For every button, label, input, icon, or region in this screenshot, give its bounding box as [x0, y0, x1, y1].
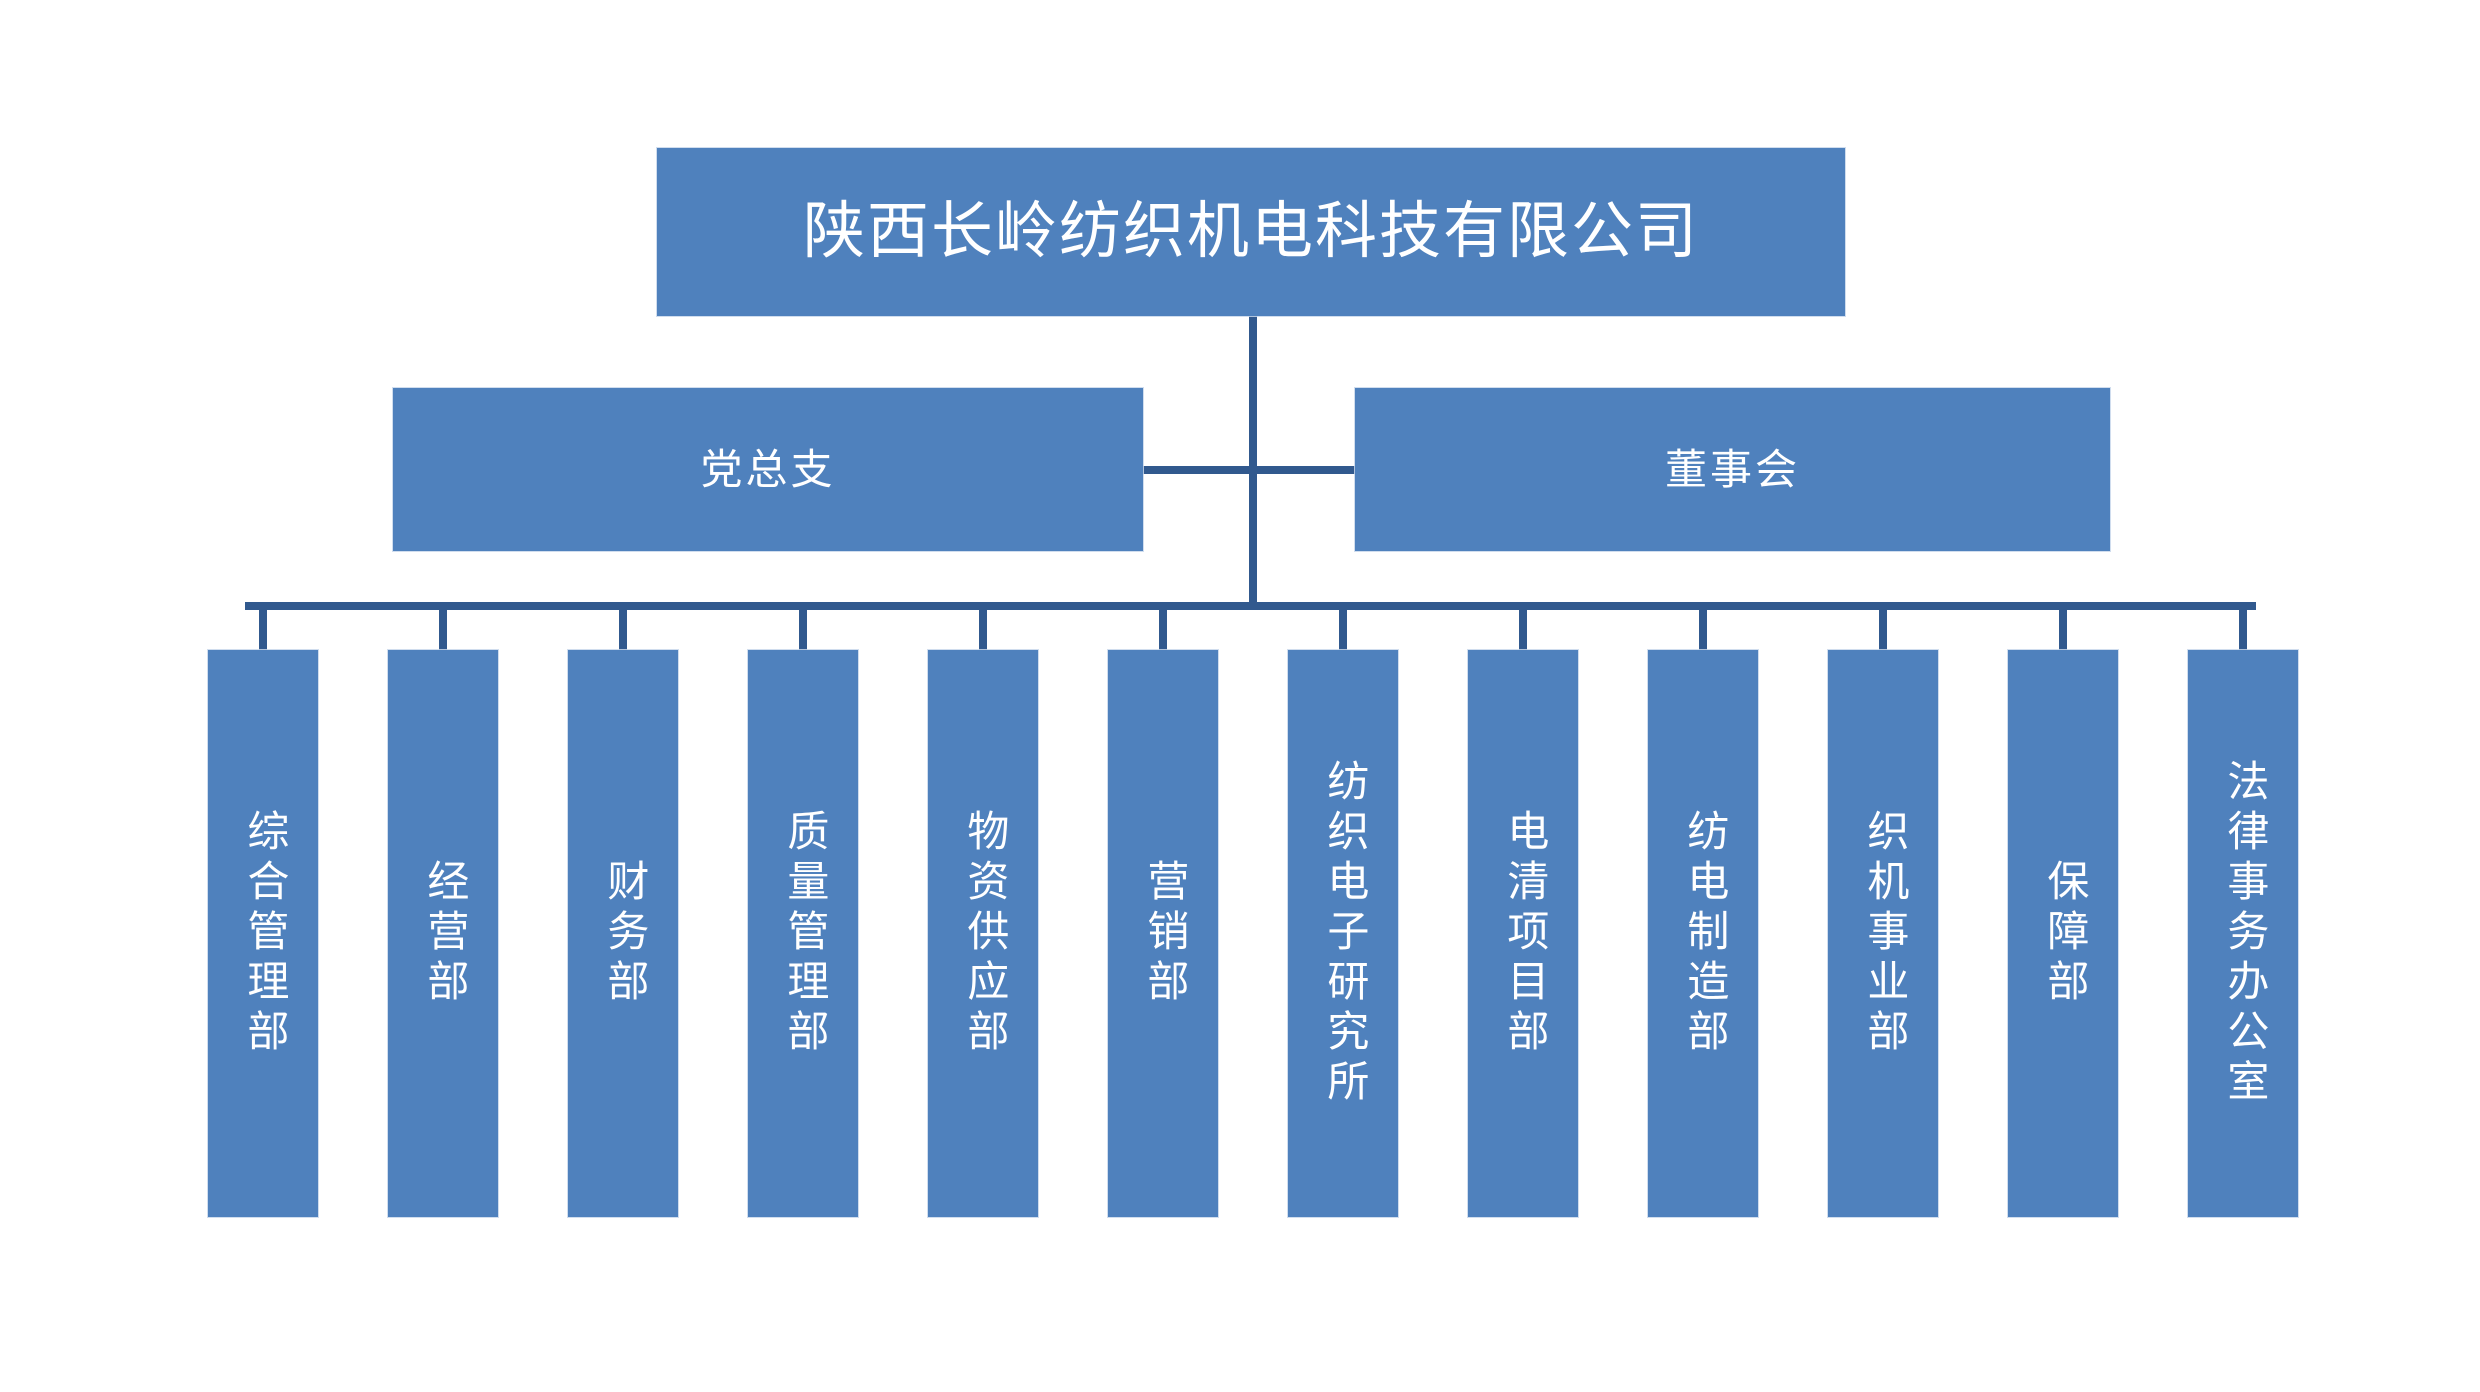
- node-label-department: 织机事业部: [1860, 808, 1907, 1059]
- department-label-wrapper: 纺电制造部: [1648, 650, 1758, 1217]
- node-department[interactable]: 电清项目部: [1468, 650, 1578, 1217]
- node-department[interactable]: 织机事业部: [1828, 650, 1938, 1217]
- node-company-root[interactable]: 陕西长岭纺织机电科技有限公司: [657, 148, 1845, 316]
- node-label-department: 纺织电子研究所: [1320, 758, 1367, 1109]
- department-label-wrapper: 经营部: [388, 650, 498, 1217]
- node-label-department: 纺电制造部: [1680, 808, 1727, 1059]
- connector-department-drop: [799, 602, 807, 652]
- department-label-wrapper: 质量管理部: [748, 650, 858, 1217]
- node-department[interactable]: 保障部: [2008, 650, 2118, 1217]
- node-party-branch[interactable]: 党总支: [393, 388, 1143, 551]
- department-label-wrapper: 物资供应部: [928, 650, 1038, 1217]
- connector-root-trunk: [1249, 316, 1257, 606]
- department-label-wrapper: 纺织电子研究所: [1288, 650, 1398, 1217]
- node-department[interactable]: 物资供应部: [928, 650, 1038, 1217]
- connector-department-drop: [1879, 602, 1887, 652]
- connector-department-drop: [1699, 602, 1707, 652]
- node-department[interactable]: 营销部: [1108, 650, 1218, 1217]
- node-board-of-directors[interactable]: 董事会: [1355, 388, 2110, 551]
- department-label-wrapper: 织机事业部: [1828, 650, 1938, 1217]
- connector-department-drop: [1519, 602, 1527, 652]
- node-label-department: 物资供应部: [960, 808, 1007, 1059]
- connector-department-drop: [2059, 602, 2067, 652]
- department-label-wrapper: 财务部: [568, 650, 678, 1217]
- connector-department-bus: [245, 602, 2256, 610]
- node-department[interactable]: 经营部: [388, 650, 498, 1217]
- connector-department-drop: [439, 602, 447, 652]
- node-label-department: 保障部: [2040, 858, 2087, 1009]
- connector-department-drop: [1159, 602, 1167, 652]
- node-department[interactable]: 质量管理部: [748, 650, 858, 1217]
- connector-department-drop: [1339, 602, 1347, 652]
- node-label-department: 质量管理部: [780, 808, 827, 1059]
- node-label-department: 法律事务办公室: [2220, 758, 2267, 1109]
- department-label-wrapper: 电清项目部: [1468, 650, 1578, 1217]
- connector-department-drop: [2239, 602, 2247, 652]
- node-label-department: 营销部: [1140, 858, 1187, 1009]
- connector-level2-crossbar: [1143, 466, 1355, 474]
- connector-department-drop: [259, 602, 267, 652]
- node-label-department: 财务部: [600, 858, 647, 1009]
- department-label-wrapper: 法律事务办公室: [2188, 650, 2298, 1217]
- connector-department-drop: [979, 602, 987, 652]
- node-label-department: 经营部: [420, 858, 467, 1009]
- node-department[interactable]: 综合管理部: [208, 650, 318, 1217]
- node-label-party-branch: 党总支: [700, 445, 836, 493]
- connector-department-drop: [619, 602, 627, 652]
- node-label-board-of-directors: 董事会: [1664, 445, 1800, 493]
- node-label-company: 陕西长岭纺织机电科技有限公司: [802, 197, 1699, 266]
- node-department[interactable]: 法律事务办公室: [2188, 650, 2298, 1217]
- department-label-wrapper: 营销部: [1108, 650, 1218, 1217]
- node-department[interactable]: 纺电制造部: [1648, 650, 1758, 1217]
- node-label-department: 电清项目部: [1500, 808, 1547, 1059]
- department-label-wrapper: 综合管理部: [208, 650, 318, 1217]
- node-department[interactable]: 财务部: [568, 650, 678, 1217]
- node-department[interactable]: 纺织电子研究所: [1288, 650, 1398, 1217]
- node-label-department: 综合管理部: [240, 808, 287, 1059]
- department-label-wrapper: 保障部: [2008, 650, 2118, 1217]
